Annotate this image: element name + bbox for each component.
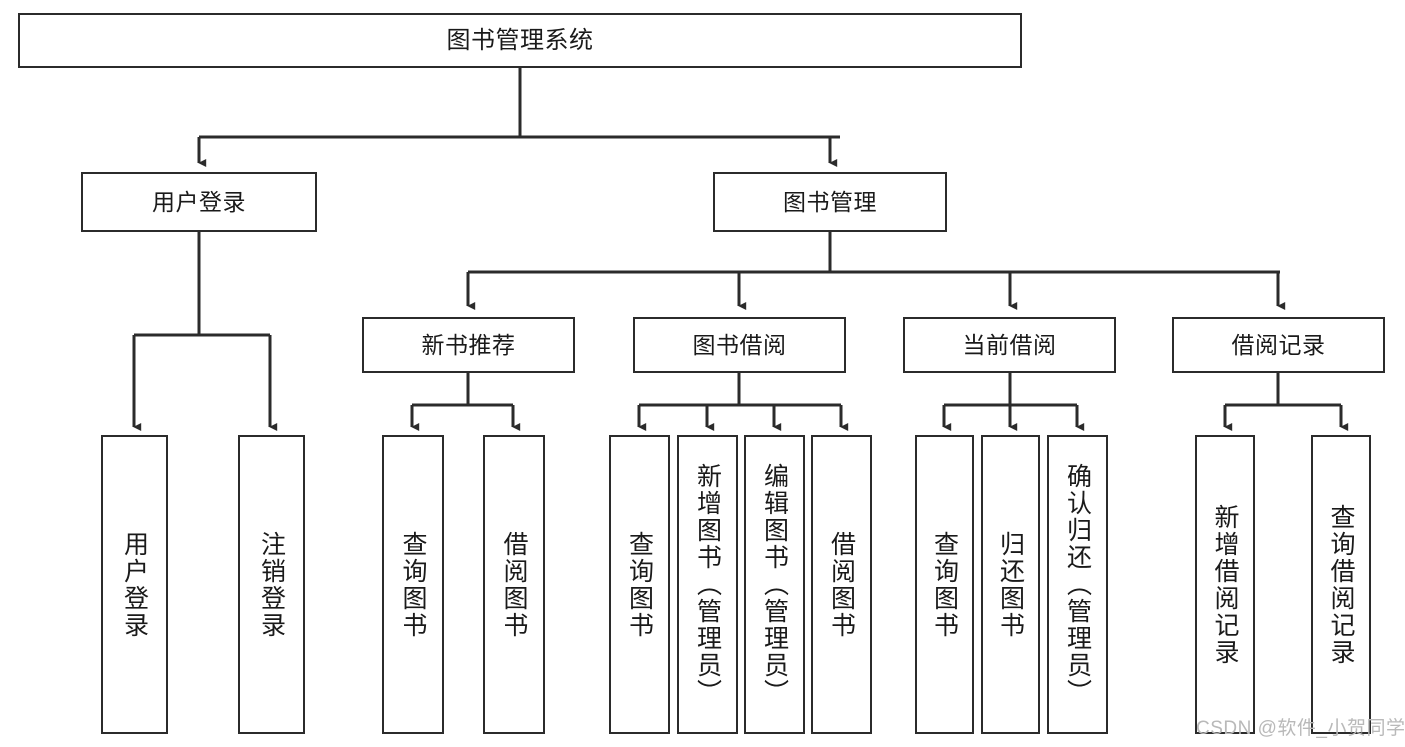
node-label: 图书借阅 xyxy=(692,331,787,358)
leaf-user-login[interactable]: 用户登录 xyxy=(101,435,168,734)
node-label: 当前借阅 xyxy=(962,331,1057,358)
node-label: 用户登录 xyxy=(152,188,246,215)
node-label: 注销登录 xyxy=(257,530,286,639)
node-label: 借阅记录 xyxy=(1231,331,1326,358)
node-label: 查询图书 xyxy=(930,530,959,639)
leaf-return-book[interactable]: 归还图书 xyxy=(981,435,1040,734)
node-label: 图书管理 xyxy=(783,188,877,215)
leaf-confirm-return-admin[interactable]: 确认归还（管理员） xyxy=(1047,435,1108,734)
node-label: 归还图书 xyxy=(996,530,1025,639)
node-label: 查询借阅记录 xyxy=(1327,503,1355,666)
node-label: 图书管理系统 xyxy=(446,26,594,54)
node-book-management[interactable]: 图书管理 xyxy=(713,172,947,232)
node-label: 新增借阅记录 xyxy=(1211,503,1239,666)
leaf-logout[interactable]: 注销登录 xyxy=(238,435,305,734)
leaf-add-borrow-record[interactable]: 新增借阅记录 xyxy=(1195,435,1255,734)
leaf-borrow-book[interactable]: 借阅图书 xyxy=(811,435,872,734)
node-current-borrow[interactable]: 当前借阅 xyxy=(903,317,1116,373)
leaf-borrow-book-recommend[interactable]: 借阅图书 xyxy=(483,435,545,734)
node-new-book-recommend[interactable]: 新书推荐 xyxy=(362,317,575,373)
node-label: 查询图书 xyxy=(625,530,654,639)
node-label: 新增图书（管理员） xyxy=(693,463,722,706)
node-label: 编辑图书（管理员） xyxy=(760,463,789,706)
node-borrow-record[interactable]: 借阅记录 xyxy=(1172,317,1385,373)
node-user-login[interactable]: 用户登录 xyxy=(81,172,317,232)
node-label: 查询图书 xyxy=(399,530,427,639)
node-label: 借阅图书 xyxy=(827,530,856,639)
node-label: 确认归还（管理员） xyxy=(1063,463,1092,706)
csdn-watermark: CSDN @软件_小贺同学 xyxy=(1196,718,1405,739)
node-root-library-system[interactable]: 图书管理系统 xyxy=(18,13,1022,68)
node-label: 用户登录 xyxy=(120,530,149,639)
leaf-query-book-recommend[interactable]: 查询图书 xyxy=(382,435,444,734)
leaf-query-book-current[interactable]: 查询图书 xyxy=(915,435,974,734)
leaf-query-borrow-record[interactable]: 查询借阅记录 xyxy=(1311,435,1371,734)
leaf-add-book-admin[interactable]: 新增图书（管理员） xyxy=(677,435,738,734)
node-label: 新书推荐 xyxy=(421,331,516,358)
node-book-borrow[interactable]: 图书借阅 xyxy=(633,317,846,373)
leaf-edit-book-admin[interactable]: 编辑图书（管理员） xyxy=(744,435,805,734)
leaf-query-book-borrow[interactable]: 查询图书 xyxy=(609,435,670,734)
node-label: 借阅图书 xyxy=(500,530,528,639)
